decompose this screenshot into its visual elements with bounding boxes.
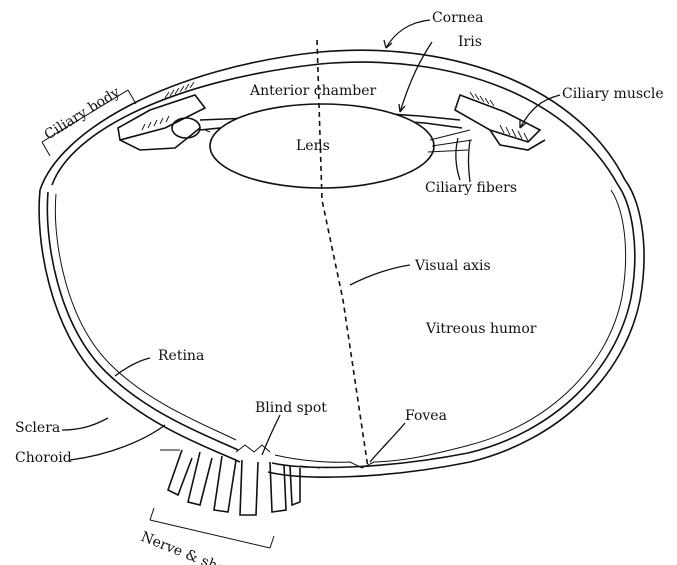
label-sclera: Sclera	[15, 420, 60, 436]
label-blind-spot: Blind spot	[255, 400, 327, 416]
label-ciliary-muscle: Ciliary muscle	[562, 86, 664, 102]
retina-outline	[55, 190, 625, 468]
label-ciliary-body: Ciliary body	[42, 84, 123, 143]
label-cornea: Cornea	[432, 10, 483, 26]
label-choroid: Choroid	[15, 450, 72, 466]
label-visual-axis: Visual axis	[414, 258, 491, 274]
eyeball-walls	[39, 180, 644, 477]
ciliary-body-left	[118, 82, 205, 150]
sclera-outline	[39, 180, 644, 477]
label-nerve-sheath: Nerve & sheath	[139, 529, 249, 565]
label-lens: Lens	[296, 138, 330, 154]
label-vitreous-humor: Vitreous humor	[425, 321, 537, 337]
label-anterior-chamber: Anterior chamber	[249, 83, 377, 99]
label-retina: Retina	[158, 348, 204, 364]
label-ciliary-fibers: Ciliary fibers	[425, 180, 517, 196]
choroid-outline	[47, 185, 634, 467]
label-fovea: Fovea	[405, 408, 447, 424]
label-iris: Iris	[458, 34, 482, 50]
optic-nerve	[160, 445, 320, 515]
labels: Cornea Iris Ciliary body Anterior chambe…	[15, 10, 664, 565]
